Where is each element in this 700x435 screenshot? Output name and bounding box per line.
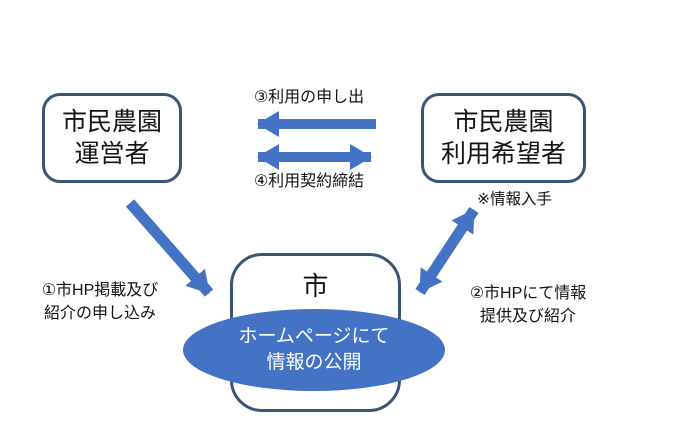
node-farm-applicant-line2: 利用希望者	[440, 140, 566, 168]
label-step2-provide: ②市HPにて情報 提供及び紹介	[452, 282, 604, 328]
arrow-info	[415, 206, 479, 296]
node-farm-applicant-line1: 市民農園	[453, 108, 554, 136]
homepage-ellipse-line2: 情報の公開	[266, 352, 362, 373]
arrow-apply	[125, 199, 214, 297]
homepage-ellipse: ホームページにて 情報の公開	[183, 309, 445, 391]
label-step1-apply: ①市HP掲載及び 紹介の申し込み	[8, 279, 192, 325]
label-step3-offer: ③利用の申し出	[253, 89, 365, 106]
node-farm-operator: 市民農園 運営者	[42, 93, 182, 183]
node-city-title: 市	[302, 271, 329, 301]
label-step2-line2: 提供及び紹介	[479, 308, 576, 326]
node-farm-operator-line2: 運営者	[74, 140, 150, 168]
label-step1-line1: ①市HP掲載及び	[41, 282, 159, 299]
node-farm-applicant: 市民農園 利用希望者	[421, 93, 586, 183]
label-note-info-obtained: ※情報入手	[477, 191, 552, 208]
node-farm-operator-line1: 市民農園	[61, 108, 162, 136]
homepage-ellipse-line1: ホームページにて	[238, 326, 390, 348]
label-step2-line1: ②市HPにて情報	[469, 285, 587, 302]
label-step4-contract: ④利用契約締結	[253, 173, 365, 190]
label-step1-line2: 紹介の申し込み	[43, 305, 156, 323]
